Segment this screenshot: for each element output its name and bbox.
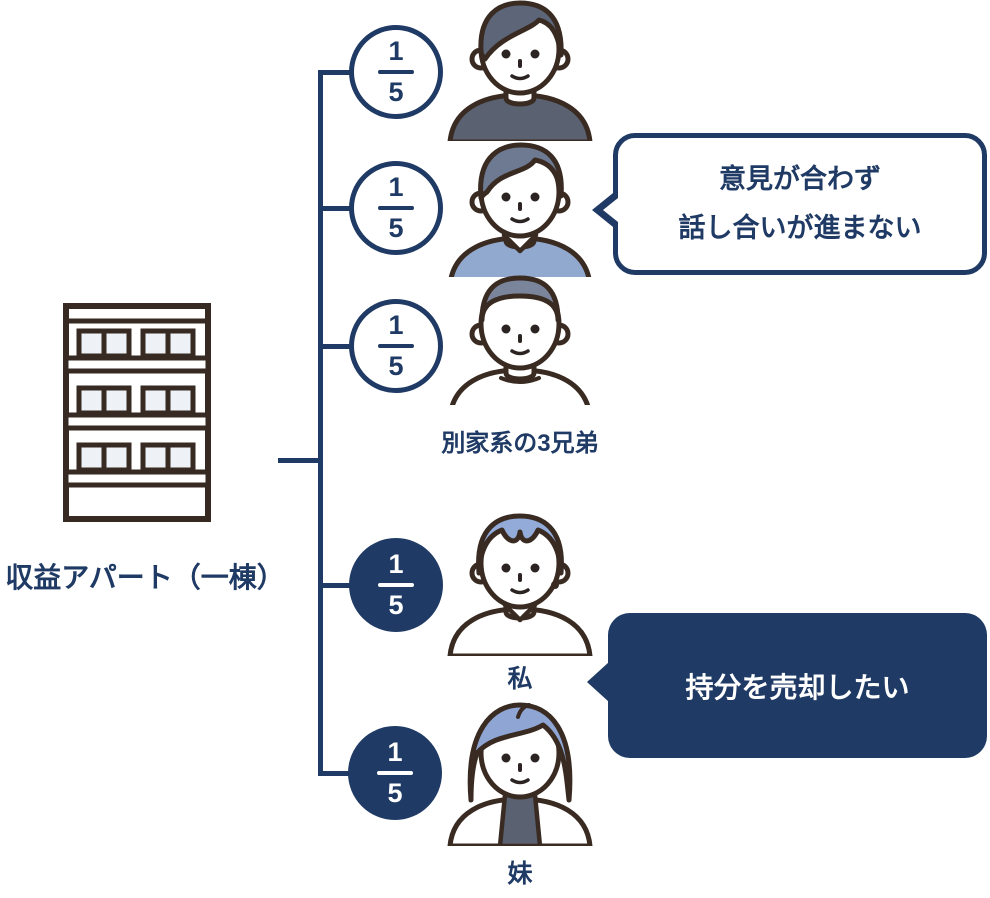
speech-bubble-tail xyxy=(603,194,623,226)
sister-label: 妹 xyxy=(507,860,533,888)
me-avatar xyxy=(425,511,615,656)
branch-line-3 xyxy=(318,344,352,349)
fraction-denominator: 5 xyxy=(388,351,404,381)
sister-avatar xyxy=(425,700,615,846)
fraction-denominator: 5 xyxy=(387,778,403,808)
apartment-building-illustration xyxy=(63,303,211,522)
disagreement-text-line1: 意見が合わず xyxy=(719,164,881,195)
share-fraction-badge-sister: 1 5 xyxy=(348,726,442,820)
fraction-numerator: 1 xyxy=(388,172,404,202)
building-label: 収益アパート（一棟） xyxy=(5,562,285,593)
brothers-group-label: 別家系の3兄弟 xyxy=(441,430,599,457)
fraction-bar xyxy=(378,583,414,587)
branch-line-4 xyxy=(318,583,352,588)
fraction-denominator: 5 xyxy=(388,590,404,620)
branch-line-5 xyxy=(318,771,352,776)
fraction-numerator: 1 xyxy=(388,549,404,579)
speech-bubble-tail xyxy=(587,662,609,702)
fraction-numerator: 1 xyxy=(388,310,404,340)
fraction-denominator: 5 xyxy=(388,213,404,243)
fraction-bar xyxy=(378,206,414,210)
share-fraction-badge-brother2: 1 5 xyxy=(349,161,443,255)
disagreement-text-line2: 話し合いが進まない xyxy=(678,213,922,243)
branch-line-1 xyxy=(318,70,352,75)
brother1-avatar xyxy=(425,0,615,141)
fraction-numerator: 1 xyxy=(388,36,404,66)
share-fraction-badge-brother1: 1 5 xyxy=(349,25,443,119)
fraction-numerator: 1 xyxy=(387,737,403,767)
sell-speech-bubble: 持分を売却したい xyxy=(587,613,987,758)
share-fraction-badge-brother3: 1 5 xyxy=(349,299,443,393)
me-label: 私 xyxy=(507,665,533,693)
brother3-avatar xyxy=(425,272,615,405)
fraction-bar xyxy=(378,344,414,348)
fraction-bar xyxy=(377,771,413,775)
branch-line-2 xyxy=(318,206,352,211)
sell-text: 持分を売却したい xyxy=(685,671,910,703)
fraction-bar xyxy=(378,70,414,74)
share-fraction-badge-me: 1 5 xyxy=(349,538,443,632)
fraction-denominator: 5 xyxy=(388,77,404,107)
connector-trunk-line xyxy=(318,70,323,776)
brother2-avatar xyxy=(425,140,615,277)
disagreement-speech-bubble: 意見が合わず 話し合いが進まない xyxy=(592,133,987,275)
connector-stub-line xyxy=(278,458,322,463)
